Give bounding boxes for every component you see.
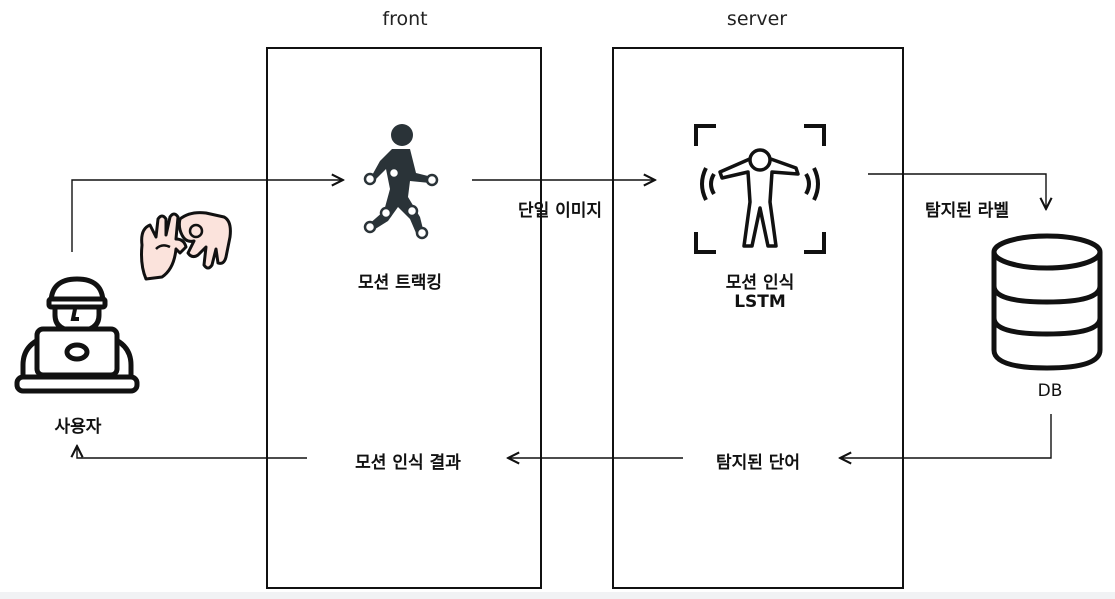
database-icon [991,233,1103,371]
motion-recognition-label: 모션 인식 [725,273,795,293]
motion-result-label: 모션 인식 결과 [355,453,461,473]
arrow-db-to-word [840,414,1052,458]
arrow-result-to-user [77,446,307,459]
detected-word-label: 탐지된 단어 [715,453,801,473]
db-label: DB [1037,381,1063,401]
server-box [612,47,904,589]
detected-label-text: 탐지된 라벨 [924,201,1010,221]
sign-language-hands-icon [140,211,232,281]
walking-figure-tracking-icon [363,124,439,240]
server-column-title: server [726,8,788,30]
user-laptop-icon [14,276,140,394]
arrow-user-to-tracking [71,180,343,252]
lstm-label: LSTM [734,292,786,312]
front-column-title: front [382,8,428,30]
arrow-recognition-to-db [868,173,1046,209]
bottom-band [0,592,1115,599]
single-image-label: 단일 이미지 [517,201,603,221]
motion-recognition-scan-icon [694,124,826,254]
user-label: 사용자 [54,417,102,437]
motion-tracking-label: 모션 트랙킹 [357,273,443,293]
